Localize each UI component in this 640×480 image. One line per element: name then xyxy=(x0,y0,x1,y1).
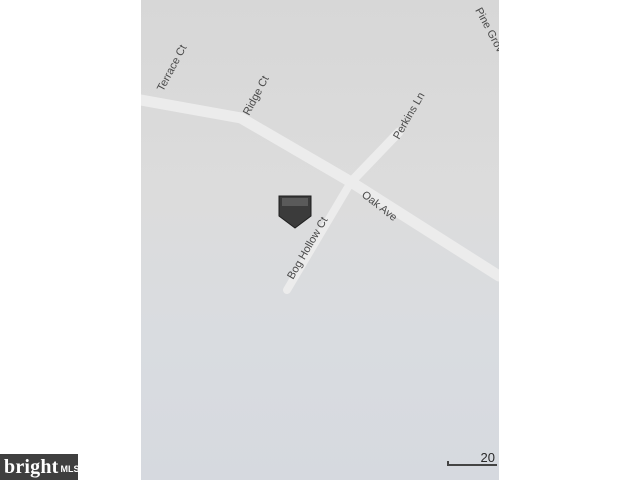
scale-line xyxy=(447,461,497,466)
road-perkins-ln xyxy=(346,127,404,187)
watermark-tag: MLS xyxy=(60,463,80,474)
brand-watermark: bright MLS xyxy=(0,454,80,480)
location-pin-icon[interactable] xyxy=(278,195,312,229)
map-view: Terrace Ct Ridge Ct Pine Grov Perkins Ln… xyxy=(141,0,499,480)
street-label-perkins-ln: Perkins Ln xyxy=(391,90,427,141)
map-scale-bar: 20 xyxy=(447,450,497,470)
map-canvas: Terrace Ct Ridge Ct Pine Grov Perkins Ln… xyxy=(141,6,499,294)
scale-label: 20 xyxy=(480,450,495,465)
street-label-ridge-ct: Ridge Ct xyxy=(241,74,272,117)
watermark-name: bright xyxy=(4,455,59,478)
street-label-terrace-ct: Terrace Ct xyxy=(155,43,189,93)
road-oak-ave xyxy=(141,94,499,282)
road-bog-hollow-ct xyxy=(283,178,355,294)
street-label-pine-grov: Pine Grov xyxy=(472,6,499,55)
